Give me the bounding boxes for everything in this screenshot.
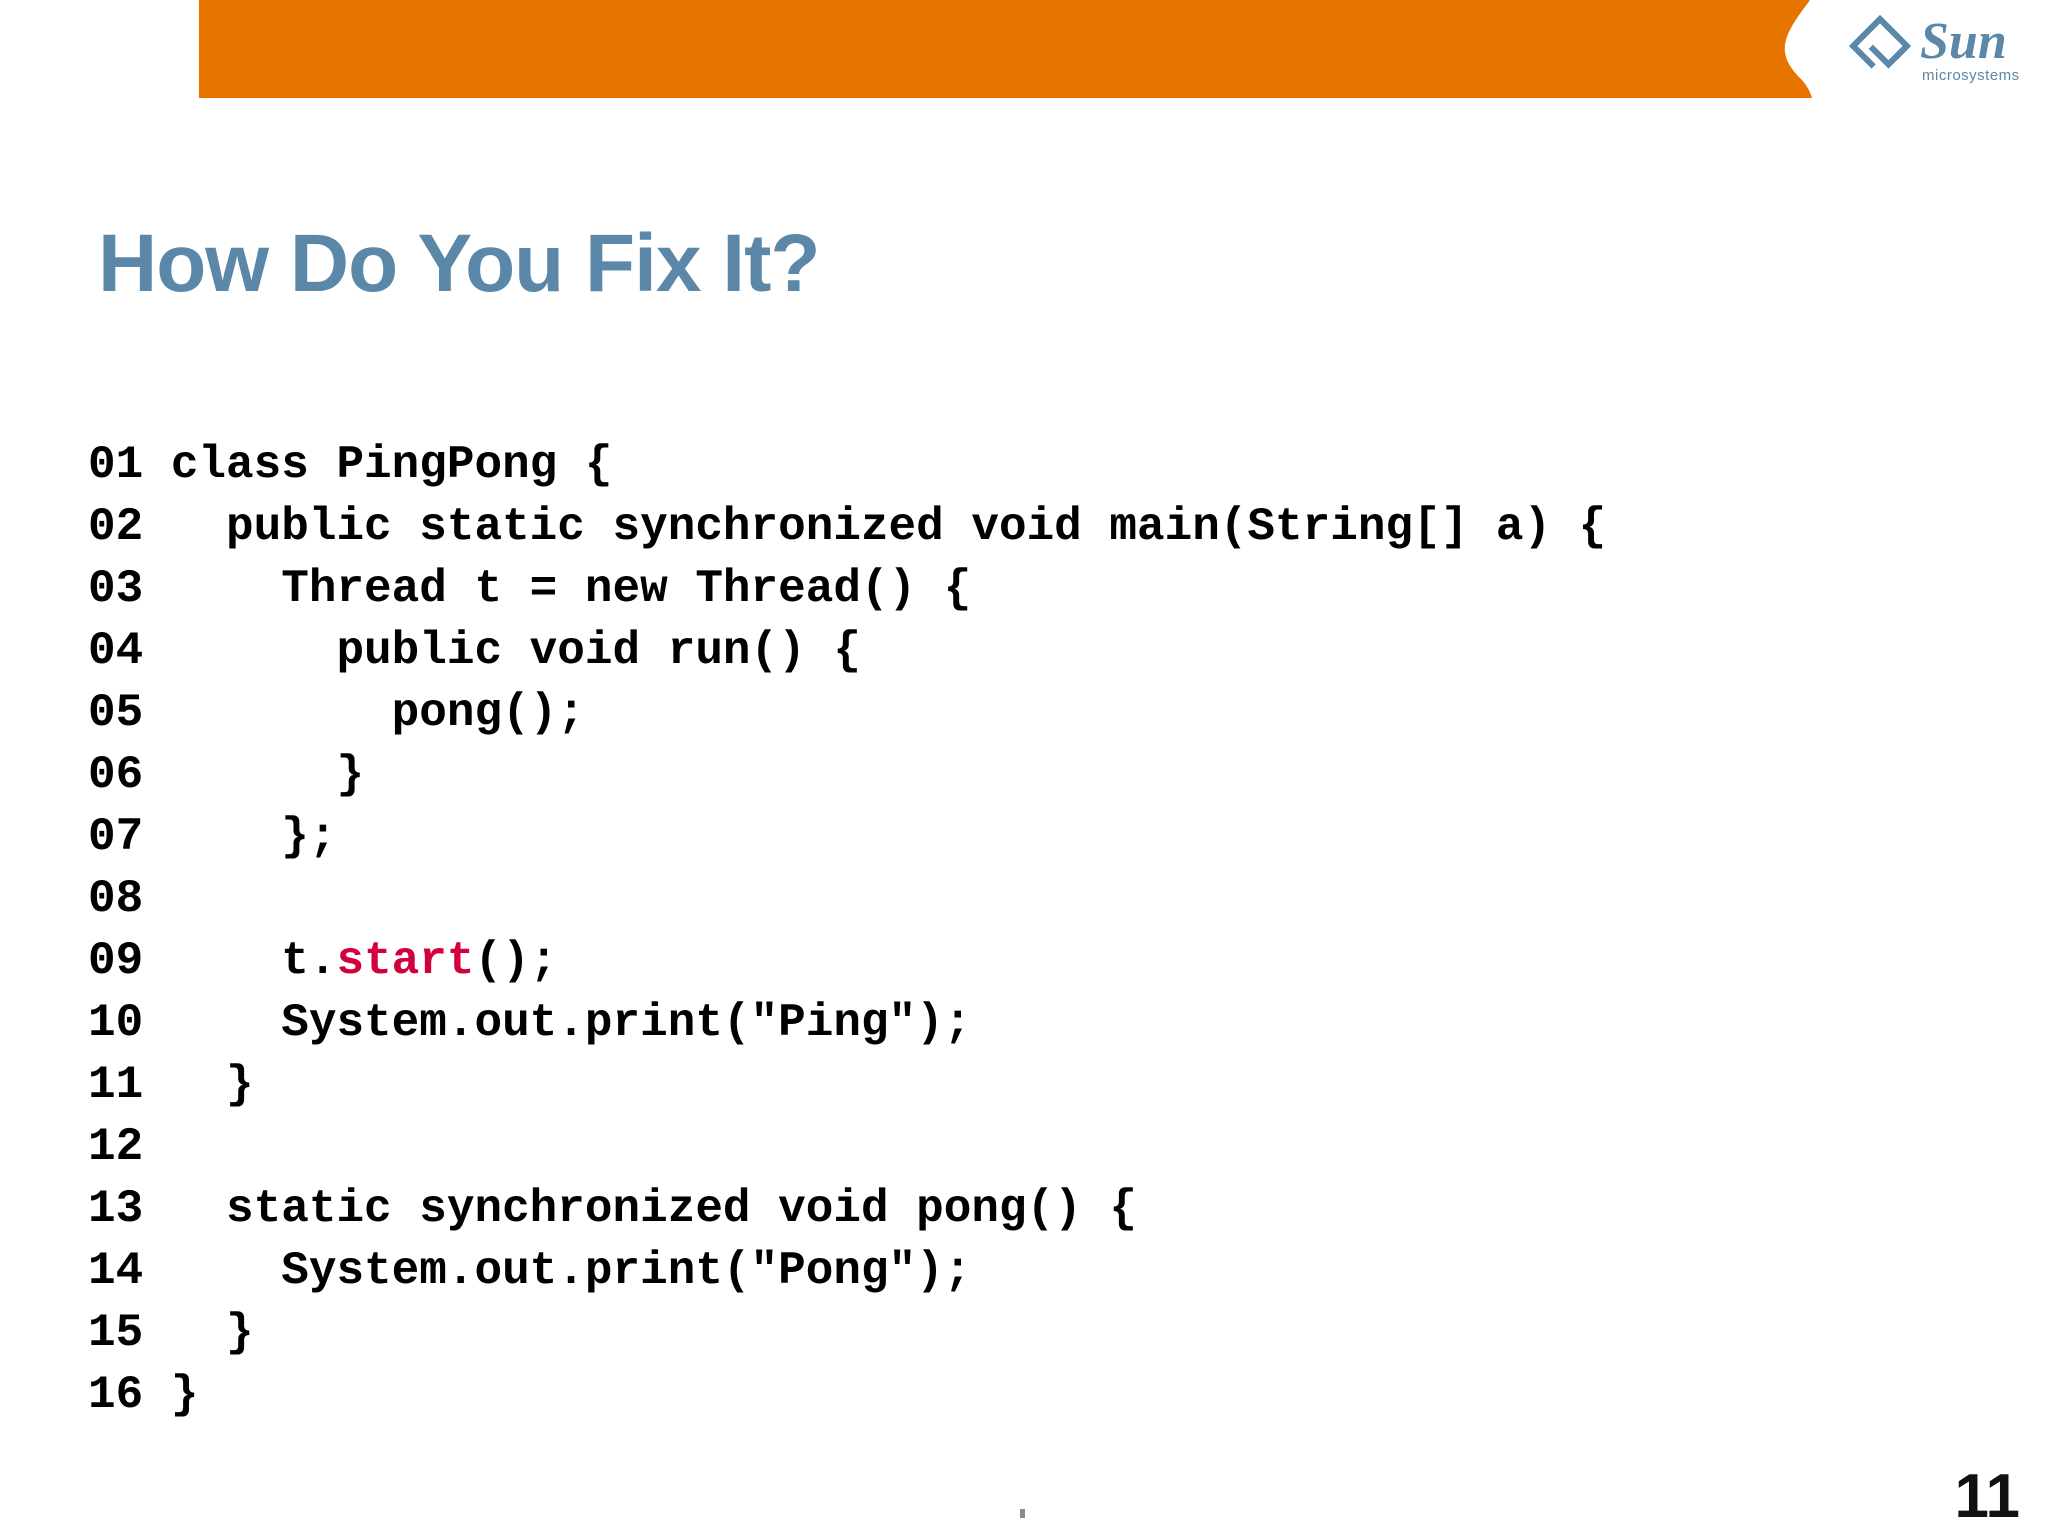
code-token-highlight: start [336, 935, 475, 987]
sun-wordmark: Sun [1920, 13, 2007, 70]
code-line-number: 10 [88, 997, 171, 1049]
code-line-number: 11 [88, 1059, 171, 1111]
code-text: System.out.print("Ping"); [170, 997, 972, 1049]
code-text: t. [170, 935, 337, 987]
code-line: 13 static synchronized void pong() { [88, 1178, 1606, 1240]
code-line: 04 public void run() { [88, 620, 1606, 682]
code-text: } [170, 749, 365, 801]
code-listing: 01 class PingPong {02 public static sync… [88, 434, 1606, 1426]
sun-tagline: microsystems [1922, 67, 2020, 84]
code-line: 07 }; [88, 806, 1606, 868]
code-line-number: 06 [88, 749, 171, 801]
code-line-number: 04 [88, 625, 171, 677]
code-text: } [170, 1307, 254, 1359]
code-line: 03 Thread t = new Thread() { [88, 558, 1606, 620]
header-banner [0, 0, 2048, 110]
code-text: }; [170, 811, 337, 863]
code-line-number: 07 [88, 811, 171, 863]
code-line-number: 02 [88, 501, 171, 553]
sun-logo-svg: Sun microsystems [1848, 13, 2020, 84]
code-line: 11 } [88, 1054, 1606, 1116]
code-text: (); [474, 935, 558, 987]
code-line-number: 16 [88, 1369, 171, 1421]
code-line: 09 t.start(); [88, 930, 1606, 992]
code-line: 02 public static synchronized void main(… [88, 496, 1606, 558]
code-line-number: 14 [88, 1245, 171, 1297]
header-banner-shape [199, 0, 1812, 98]
code-line: 01 class PingPong { [88, 434, 1606, 496]
page-title: How Do You Fix It? [98, 217, 820, 309]
code-line-number: 13 [88, 1183, 171, 1235]
code-text: } [170, 1059, 254, 1111]
code-text: public static synchronized void main(Str… [170, 501, 1607, 553]
code-line: 15 } [88, 1302, 1606, 1364]
code-text: public void run() { [170, 625, 861, 677]
page-number: 11 [1954, 1462, 2020, 1531]
sun-diamond-icon [1848, 14, 1912, 69]
code-line-number: 08 [88, 873, 171, 925]
code-text: Thread t = new Thread() { [170, 563, 972, 615]
code-line-number: 15 [88, 1307, 171, 1359]
code-line-number: 12 [88, 1121, 171, 1173]
code-line: 16 } [88, 1364, 1606, 1426]
code-text: class PingPong { [170, 439, 613, 491]
sun-microsystems-logo: Sun microsystems [1846, 8, 2026, 94]
code-line-number: 05 [88, 687, 171, 739]
code-text: static synchronized void pong() { [170, 1183, 1137, 1235]
footer-mark [1020, 1509, 1025, 1518]
code-line: 10 System.out.print("Ping"); [88, 992, 1606, 1054]
code-text: } [170, 1369, 199, 1421]
code-text: pong(); [170, 687, 585, 739]
code-line: 12 [88, 1116, 1606, 1178]
code-line: 06 } [88, 744, 1606, 806]
code-line: 14 System.out.print("Pong"); [88, 1240, 1606, 1302]
code-line-number: 09 [88, 935, 171, 987]
code-line-number: 01 [88, 439, 171, 491]
code-line: 08 [88, 868, 1606, 930]
code-line-number: 03 [88, 563, 171, 615]
code-text: System.out.print("Pong"); [170, 1245, 972, 1297]
code-line: 05 pong(); [88, 682, 1606, 744]
